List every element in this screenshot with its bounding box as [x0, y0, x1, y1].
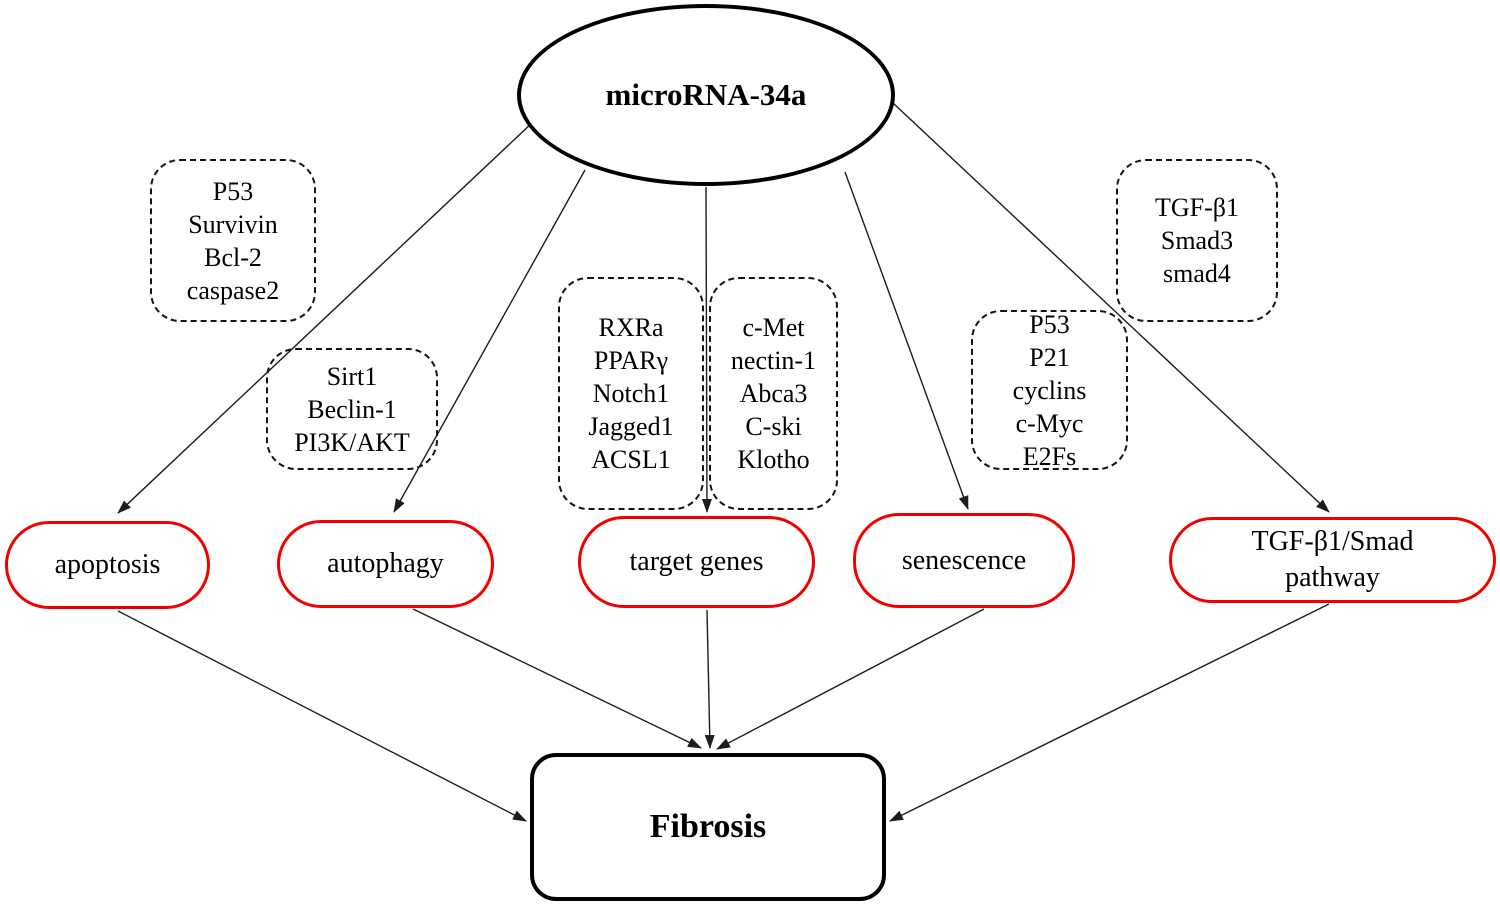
- arrow-tgf-pathway-to-fibrosis: [889, 603, 1330, 822]
- pathway-node-apoptosis: apoptosis: [5, 521, 210, 609]
- arrow-autophagy-to-fibrosis: [412, 608, 702, 749]
- source-node-label: microRNA-34a: [605, 77, 807, 112]
- gene-box-senescence: P53 P21 cyclins c-Myc E2Fs: [971, 310, 1128, 471]
- pathway-node-target-genes: target genes: [578, 516, 815, 608]
- pathway-node-label: apoptosis: [54, 549, 161, 580]
- arrow-source-to-target-genes: [701, 186, 712, 513]
- source-node-microrna-34a: microRNA-34a: [517, 4, 895, 186]
- outcome-node-label: Fibrosis: [649, 808, 767, 845]
- arrow-source-to-tgf-pathway: [892, 102, 1330, 513]
- arrow-apoptosis-to-fibrosis: [117, 610, 527, 822]
- gene-box-apoptosis: P53 Survivin Bcl-2 caspase2: [150, 159, 316, 322]
- gene-box-target-genes-right: c-Met nectin-1 Abca3 C-ski Klotho: [709, 277, 838, 510]
- pathway-node-label: senescence: [901, 544, 1027, 576]
- arrow-source-to-senescence: [844, 171, 969, 510]
- arrow-source-to-apoptosis: [117, 121, 534, 514]
- gene-box-autophagy: Sirt1 Beclin-1 PI3K/AKT: [266, 348, 438, 470]
- gene-box-target-genes-left: RXRa PPARγ Notch1 Jagged1 ACSL1: [558, 277, 704, 510]
- gene-box-tgf: TGF-β1 Smad3 smad4: [1116, 159, 1278, 322]
- outcome-node-fibrosis: Fibrosis: [530, 753, 886, 901]
- pathway-node-label: autophagy: [327, 548, 444, 579]
- pathway-node-autophagy: autophagy: [277, 520, 494, 608]
- pathway-node-label: target genes: [629, 546, 764, 577]
- pathway-node-senescence: senescence: [853, 513, 1075, 608]
- pathway-node-label: TGF-β1/Smad pathway: [1251, 526, 1414, 593]
- arrow-senescence-to-fibrosis: [716, 608, 985, 750]
- pathway-node-tgf-smad: TGF-β1/Smad pathway: [1169, 517, 1496, 603]
- arrow-target-genes-to-fibrosis: [704, 609, 715, 749]
